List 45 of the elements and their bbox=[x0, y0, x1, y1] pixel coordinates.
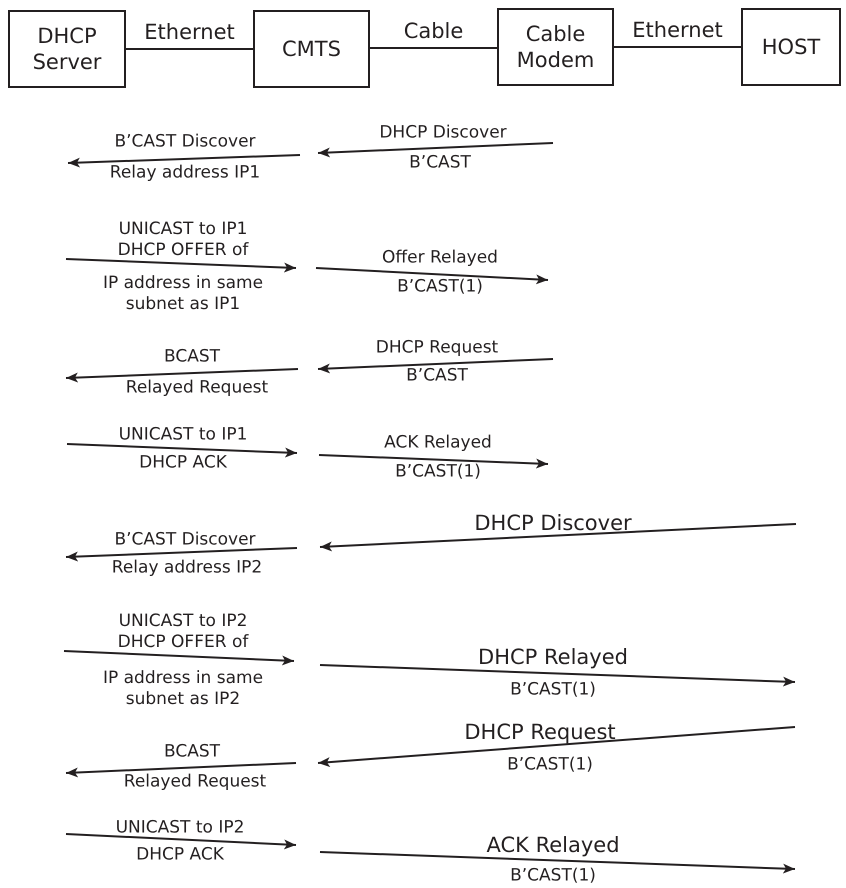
message-label: Relayed Request bbox=[124, 771, 266, 793]
message-label: Relay address IP2 bbox=[112, 557, 262, 579]
message-label: DHCP ACK bbox=[139, 452, 227, 474]
message-label: B’CAST bbox=[406, 365, 468, 387]
link-line bbox=[126, 48, 253, 50]
message-label: B’CAST(1) bbox=[395, 461, 481, 483]
message-label: B’CAST(1) bbox=[397, 276, 483, 298]
message-label: UNICAST to IP1 bbox=[118, 424, 248, 446]
device-name: DHCP Server bbox=[32, 22, 102, 76]
message-label: ACK Relayed bbox=[384, 432, 492, 454]
message-label: UNICAST to IP2 DHCP OFFER of bbox=[116, 610, 250, 654]
message-label: DHCP Request bbox=[376, 337, 498, 359]
message-label: BCAST bbox=[164, 741, 220, 763]
device-box bbox=[8, 10, 126, 88]
message-label: B’CAST(1) bbox=[507, 754, 593, 776]
message-label: B’CAST(1) bbox=[510, 865, 596, 887]
device-box bbox=[741, 8, 841, 86]
message-label: DHCP Discover bbox=[379, 122, 507, 144]
message-label: Relay address IP1 bbox=[110, 162, 260, 184]
device-name: HOST bbox=[760, 34, 822, 60]
message-label: ACK Relayed bbox=[486, 832, 620, 858]
message-label: DHCP Relayed bbox=[478, 644, 628, 670]
link-line bbox=[370, 47, 497, 49]
message-label: B’CAST bbox=[409, 152, 471, 174]
message-label: UNICAST to IP1 DHCP OFFER of bbox=[116, 218, 250, 262]
message-label: BCAST bbox=[164, 346, 220, 368]
device-name: CMTS bbox=[281, 36, 342, 62]
link-label: Cable bbox=[404, 18, 464, 44]
message-label: DHCP Discover bbox=[474, 510, 632, 536]
device-box bbox=[497, 8, 614, 86]
device-box bbox=[253, 10, 370, 88]
device-name: Cable Modem bbox=[516, 20, 596, 74]
message-label: DHCP Request bbox=[464, 718, 616, 746]
message-label: B’CAST(1) bbox=[510, 679, 596, 701]
message-label: Offer Relayed bbox=[382, 247, 498, 269]
message-label: IP address in same subnet as IP1 bbox=[102, 272, 264, 316]
link-line bbox=[614, 46, 741, 48]
link-label: Ethernet bbox=[632, 16, 723, 44]
message-label: B’CAST Discover bbox=[114, 131, 256, 153]
message-label: UNICAST to IP2 bbox=[116, 817, 244, 839]
message-label: DHCP ACK bbox=[136, 844, 224, 866]
message-label: B’CAST Discover bbox=[114, 529, 256, 551]
link-label: Ethernet bbox=[144, 18, 235, 46]
message-label: IP address in same subnet as IP2 bbox=[102, 668, 264, 710]
message-label: Relayed Request bbox=[126, 377, 268, 399]
